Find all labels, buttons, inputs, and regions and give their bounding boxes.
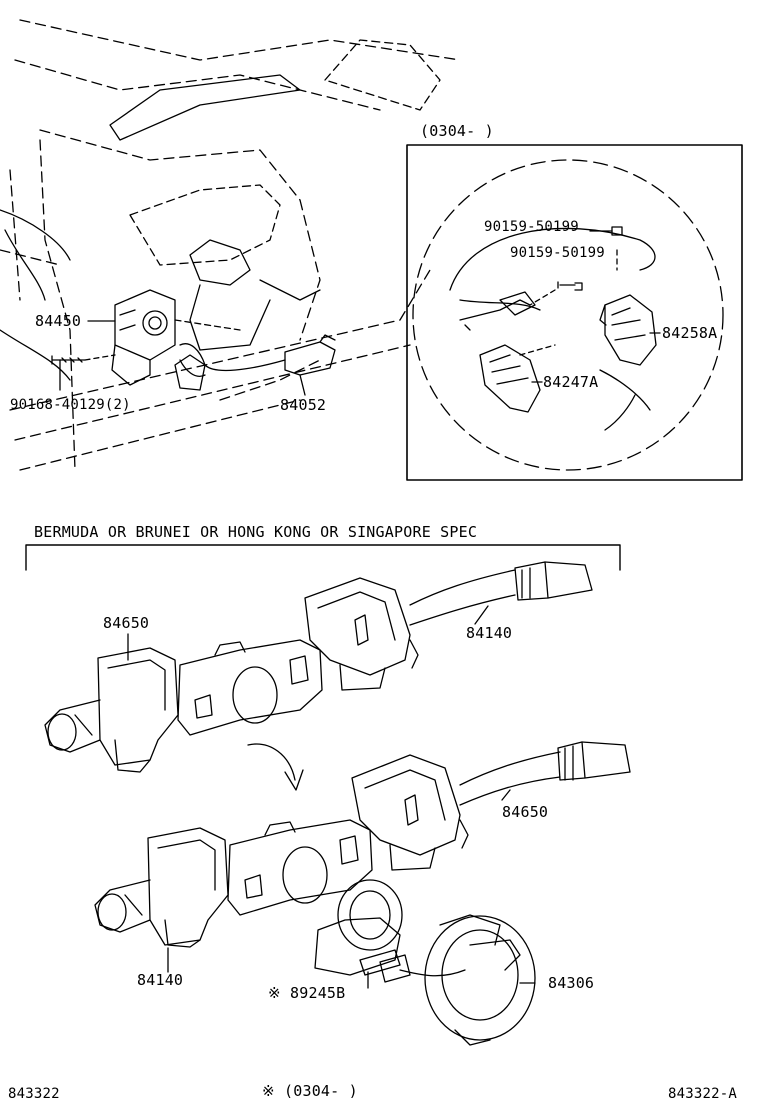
footer-center-note: ※ (0304- ) [262,1082,358,1100]
lower-switch-assembly [94,741,631,1046]
screw-90168 [51,354,116,391]
part-number-84140-upper[interactable]: 84140 [466,624,513,642]
leader-84650-lower [501,789,511,801]
part-number-84450[interactable]: 84450 [35,312,82,330]
inset-box [406,144,743,481]
transition-arrow [247,743,304,791]
spec-note: BERMUDA OR BRUNEI OR HONG KONG OR SINGAP… [34,523,478,541]
screws-90159 [519,226,623,356]
dashboard-outline [0,19,461,471]
dash-vent [109,39,441,141]
footer-right-code: 843322-A [668,1086,738,1102]
part-number-90159-50199-b[interactable]: 90159-50199 [510,245,605,261]
part-number-84306[interactable]: 84306 [548,974,595,992]
harness-84052 [174,334,336,396]
part-number-84140-lower[interactable]: 84140 [137,971,184,989]
footer-left-code: 843322 [8,1086,60,1102]
dash-left-curve [0,209,71,381]
part-number-89245B[interactable]: ※ 89245B [268,984,346,1002]
leader-84140-upper [474,605,489,625]
part-number-90159-50199-a[interactable]: 90159-50199 [484,219,579,235]
switch-84247A [459,291,541,413]
switch-84258A [599,294,657,366]
spec-bracket [25,544,621,571]
ignition-switch-part [111,289,241,386]
part-number-90168-40129[interactable]: 90168-40129(2) [10,397,131,413]
part-number-84650-lower[interactable]: 84650 [502,803,549,821]
part-number-84247A[interactable]: 84247A [543,373,599,391]
upper-switch-assembly [44,561,593,773]
part-number-84052[interactable]: 84052 [280,396,327,414]
column-cover [129,184,321,351]
steering-wheel-outline [412,159,724,471]
part-number-84650-upper[interactable]: 84650 [103,614,150,632]
inset-date-range: (0304- ) [420,122,494,140]
part-number-84258A[interactable]: 84258A [662,324,718,342]
